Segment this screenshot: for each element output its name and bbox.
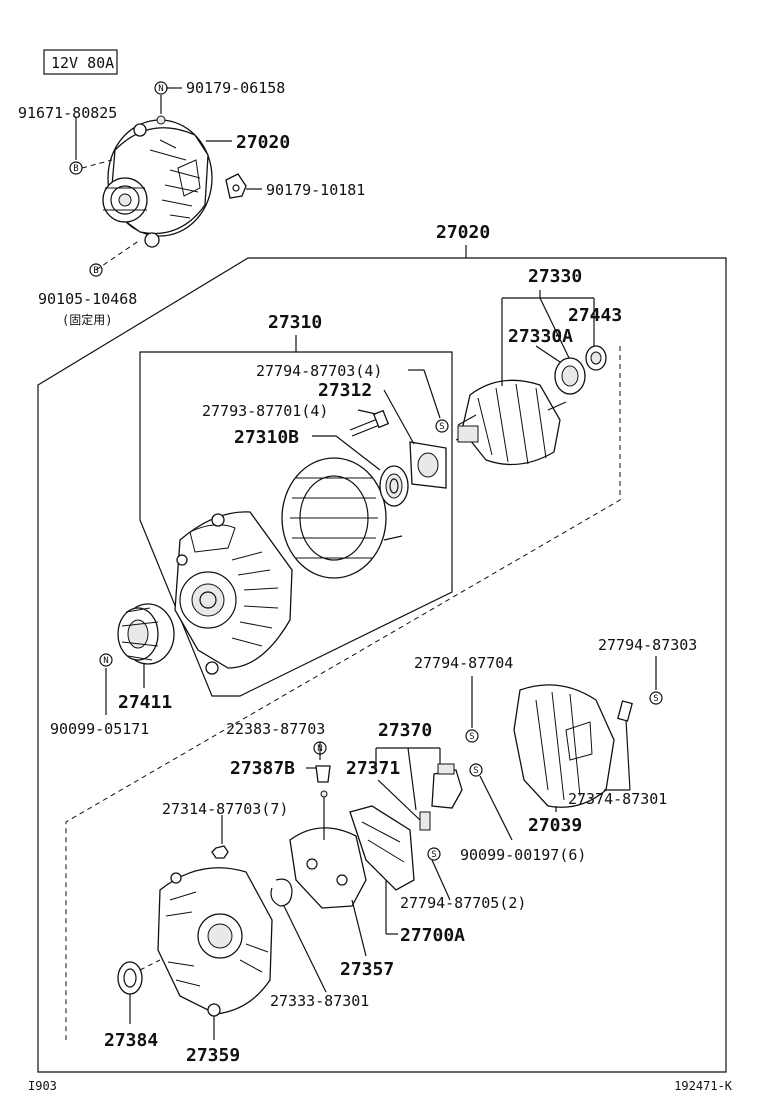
label-90105-10468: 90105-10468: [38, 290, 137, 308]
label-27794-87704: 27794-87704: [414, 654, 513, 672]
screw-27793: [349, 409, 390, 437]
bearing-27310B: [379, 465, 409, 507]
drive-end-frame: [174, 511, 293, 675]
sub-frame-27310: [139, 335, 453, 697]
label-27020-top: 27020: [236, 132, 290, 153]
snap-ring: [270, 878, 293, 907]
label-27310B: 27310B: [234, 427, 299, 448]
symbol-b: B: [93, 266, 98, 276]
footer: I903 192471-K: [28, 1079, 733, 1093]
exploded-frame: [37, 245, 727, 1073]
label-27310: 27310: [268, 312, 322, 333]
label-90099-05171: 90099-05171: [50, 720, 149, 738]
label-27359: 27359: [186, 1045, 240, 1066]
brush-spring: [419, 811, 431, 831]
footer-left-code: I903: [28, 1079, 57, 1093]
label-27794-87705: 27794-87705(2): [400, 894, 526, 912]
label-27794-87703: 27794-87703(4): [256, 362, 382, 380]
label-27411: 27411: [118, 692, 172, 713]
label-27794-87303: 27794-87303: [598, 636, 697, 654]
bearing-27330A: [554, 357, 586, 395]
label-27370: 27370: [378, 720, 432, 741]
symbol-n: N: [158, 84, 163, 94]
bracket-90179-10181: [225, 173, 247, 199]
label-27039: 27039: [528, 815, 582, 836]
terminal-clip: [617, 700, 633, 722]
label-27357: 27357: [340, 959, 394, 980]
symbol-n: N: [103, 656, 108, 666]
ic-regulator: [431, 763, 463, 809]
spec-box: 12V 80A: [43, 49, 118, 75]
label-27330A: 27330A: [508, 326, 573, 347]
rear-frame: [157, 867, 273, 1017]
label-27330: 27330: [528, 266, 582, 287]
rotor: [455, 379, 567, 466]
symbol-n: N: [317, 744, 322, 754]
label-27314-87703: 27314-87703(7): [162, 800, 288, 818]
symbol-s: S: [431, 850, 436, 860]
pulley: [117, 603, 175, 665]
symbol-s: S: [473, 766, 478, 776]
label-27700A: 27700A: [400, 925, 465, 946]
label-27387B: 27387B: [230, 758, 295, 779]
bolt-27387B: [315, 765, 331, 783]
symbol-s: S: [653, 694, 658, 704]
label-27443: 27443: [568, 305, 622, 326]
retainer-plate: [409, 441, 447, 489]
fastener-symbols: N B B S N S S N S S: [69, 81, 663, 861]
label-fixing-note: (固定用): [62, 312, 112, 327]
symbol-b: B: [73, 164, 78, 174]
rear-cover: [513, 684, 615, 808]
rectifier: [289, 790, 367, 909]
footer-right-code: 192471-K: [674, 1079, 733, 1093]
label-90099-00197: 90099-00197(6): [460, 846, 586, 864]
label-27374-87301: 27374-87301: [568, 790, 667, 808]
part-labels: 90179-06158 91671-80825 27020 90179-1018…: [18, 79, 697, 1066]
label-91671-80825: 91671-80825: [18, 104, 117, 122]
symbol-s: S: [469, 732, 474, 742]
label-90179-06158: 90179-06158: [186, 79, 285, 97]
label-27312: 27312: [318, 380, 372, 401]
stator: [281, 457, 403, 579]
label-27333-87301: 27333-87301: [270, 992, 369, 1010]
ring-27443: [585, 345, 607, 371]
alternator-assembly: [102, 115, 213, 248]
label-27020-frame: 27020: [436, 222, 490, 243]
label-90179-10181: 90179-10181: [266, 181, 365, 199]
symbol-s: S: [439, 422, 444, 432]
label-27384: 27384: [104, 1030, 158, 1051]
label-27793-87701: 27793-87701(4): [202, 402, 328, 420]
label-27371: 27371: [346, 758, 400, 779]
brush-holder: [349, 805, 415, 891]
seal-27384: [117, 961, 143, 995]
nut-27314: [211, 845, 229, 859]
spec-label: 12V 80A: [51, 54, 114, 72]
label-22383-87703: 22383-87703: [226, 720, 325, 738]
